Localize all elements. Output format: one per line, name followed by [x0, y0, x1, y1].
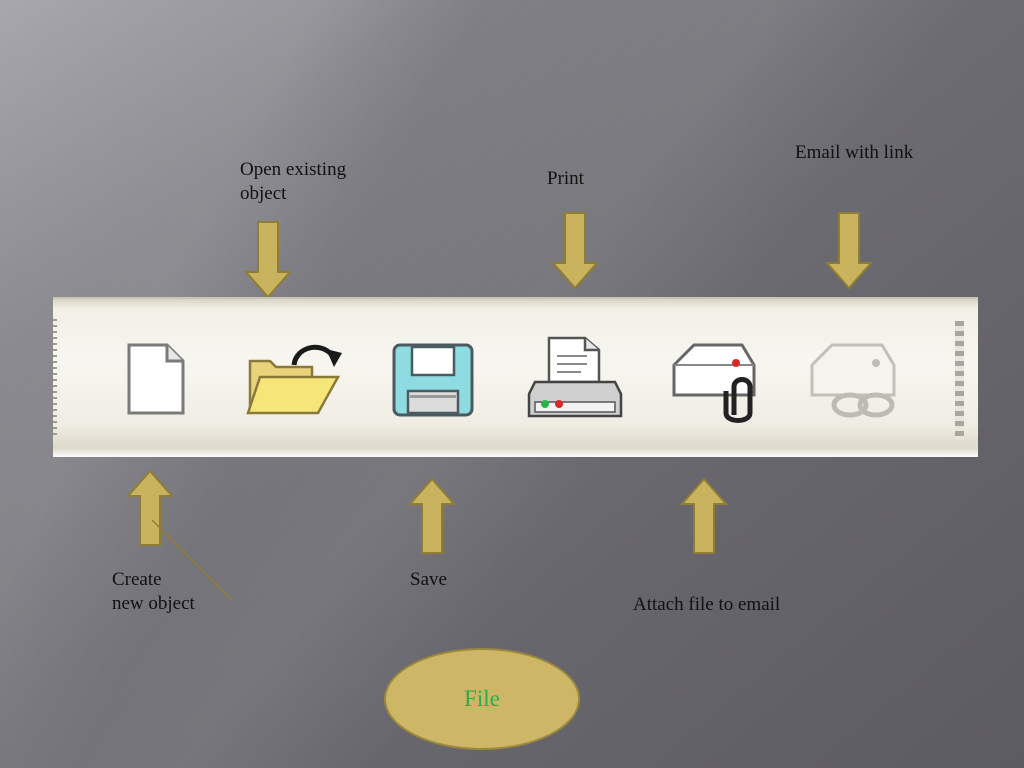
- label-attach-file: Attach file to email: [633, 594, 781, 615]
- arrow-down-print: [551, 212, 599, 290]
- label-open-line2: object: [240, 183, 287, 204]
- pointer-line: [151, 519, 233, 601]
- printer-icon: [527, 336, 623, 418]
- label-open-existing: Open existing object: [240, 158, 346, 206]
- label-open-line1: Open existing: [240, 159, 347, 180]
- save-disk-icon: [392, 343, 474, 417]
- new-document-icon: [127, 343, 185, 415]
- label-save: Save: [410, 569, 447, 590]
- save-button[interactable]: [378, 329, 488, 429]
- arrow-down-open: [244, 221, 292, 299]
- arrow-down-email-link: [825, 212, 873, 290]
- label-create-line1: Create: [112, 569, 162, 590]
- open-object-button[interactable]: [239, 329, 349, 429]
- toolbar-grip-right[interactable]: [955, 321, 964, 439]
- label-create-new: Create new object: [112, 568, 195, 616]
- file-label: File: [464, 686, 500, 711]
- label-email-with-link: Email with link: [795, 142, 914, 163]
- arrow-up-create: [126, 469, 174, 546]
- file-oval: File: [384, 648, 580, 750]
- email-attach-icon: [672, 343, 756, 423]
- label-create-line2: new object: [112, 593, 195, 614]
- file-toolbar: [53, 297, 978, 457]
- toolbar-grip-left: [53, 319, 57, 439]
- arrow-up-save: [408, 477, 456, 554]
- email-link-button[interactable]: [799, 329, 909, 429]
- new-object-button[interactable]: [101, 329, 211, 429]
- attach-email-button[interactable]: [659, 329, 769, 429]
- print-button[interactable]: [520, 329, 630, 429]
- arrow-up-attach: [680, 477, 728, 554]
- email-link-icon: [810, 343, 896, 418]
- open-folder-icon: [246, 344, 342, 415]
- label-print: Print: [547, 168, 584, 189]
